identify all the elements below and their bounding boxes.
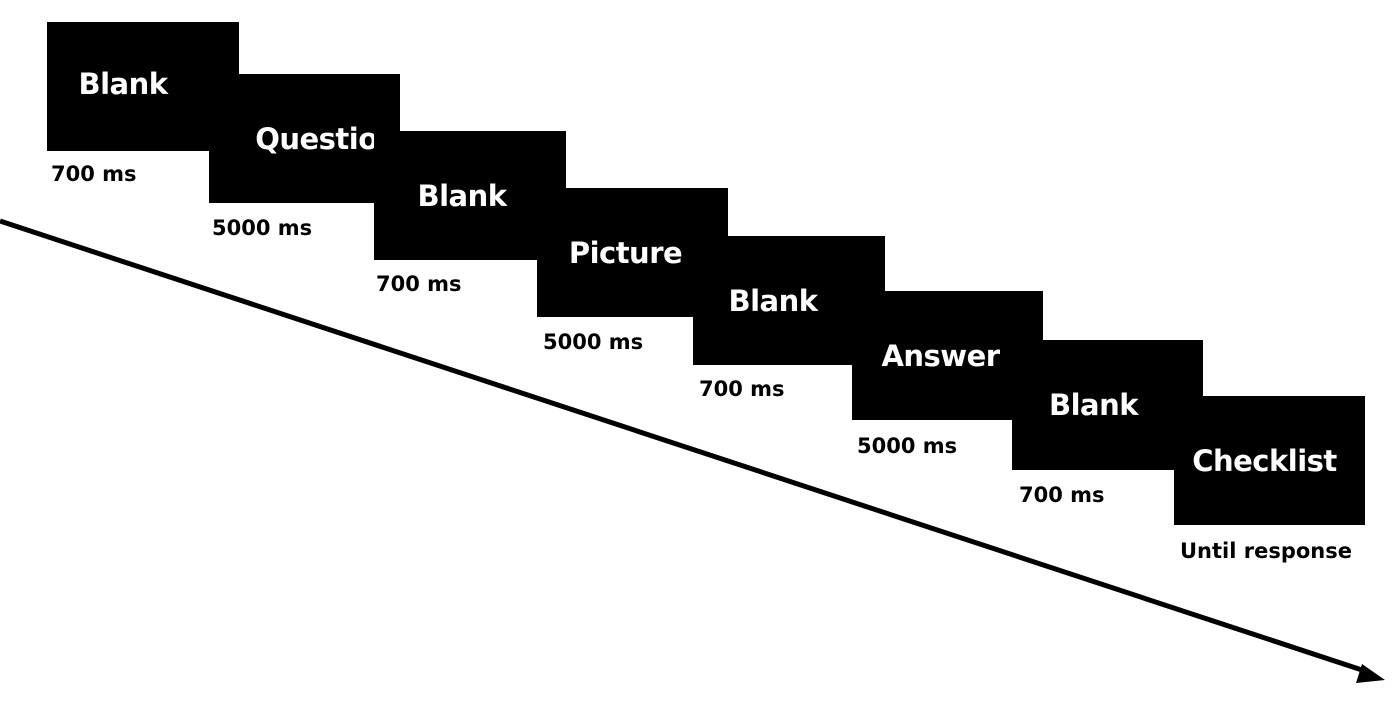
duration-label: 5000 ms bbox=[543, 330, 644, 354]
duration-label: 5000 ms bbox=[212, 216, 313, 240]
screen-question: Question bbox=[209, 74, 400, 203]
screen-label: Blank bbox=[417, 178, 507, 213]
screen-label: Picture bbox=[568, 235, 683, 270]
arrowhead-icon bbox=[1356, 664, 1385, 683]
duration-label: 5000 ms bbox=[857, 434, 958, 458]
duration-label: 700 ms bbox=[699, 377, 785, 401]
screen-label: Answer bbox=[881, 338, 1000, 373]
screen-answer: Answer bbox=[852, 291, 1043, 420]
screen-label: Checklist bbox=[1192, 443, 1337, 478]
screen-blank-1: Blank bbox=[47, 22, 239, 151]
duration-label: 700 ms bbox=[376, 272, 462, 296]
screen-label: Blank bbox=[78, 67, 168, 101]
duration-label: Until response bbox=[1180, 539, 1352, 563]
screen-checklist: Checklist bbox=[1174, 396, 1365, 525]
screen-label: Blank bbox=[1048, 388, 1139, 422]
screen-blank-2: Blank bbox=[374, 131, 566, 260]
screen-blank-4: Blank bbox=[1012, 340, 1203, 470]
screen-label: Blank bbox=[728, 283, 818, 318]
duration-label: 700 ms bbox=[51, 162, 137, 186]
duration-label: 700 ms bbox=[1019, 483, 1105, 507]
